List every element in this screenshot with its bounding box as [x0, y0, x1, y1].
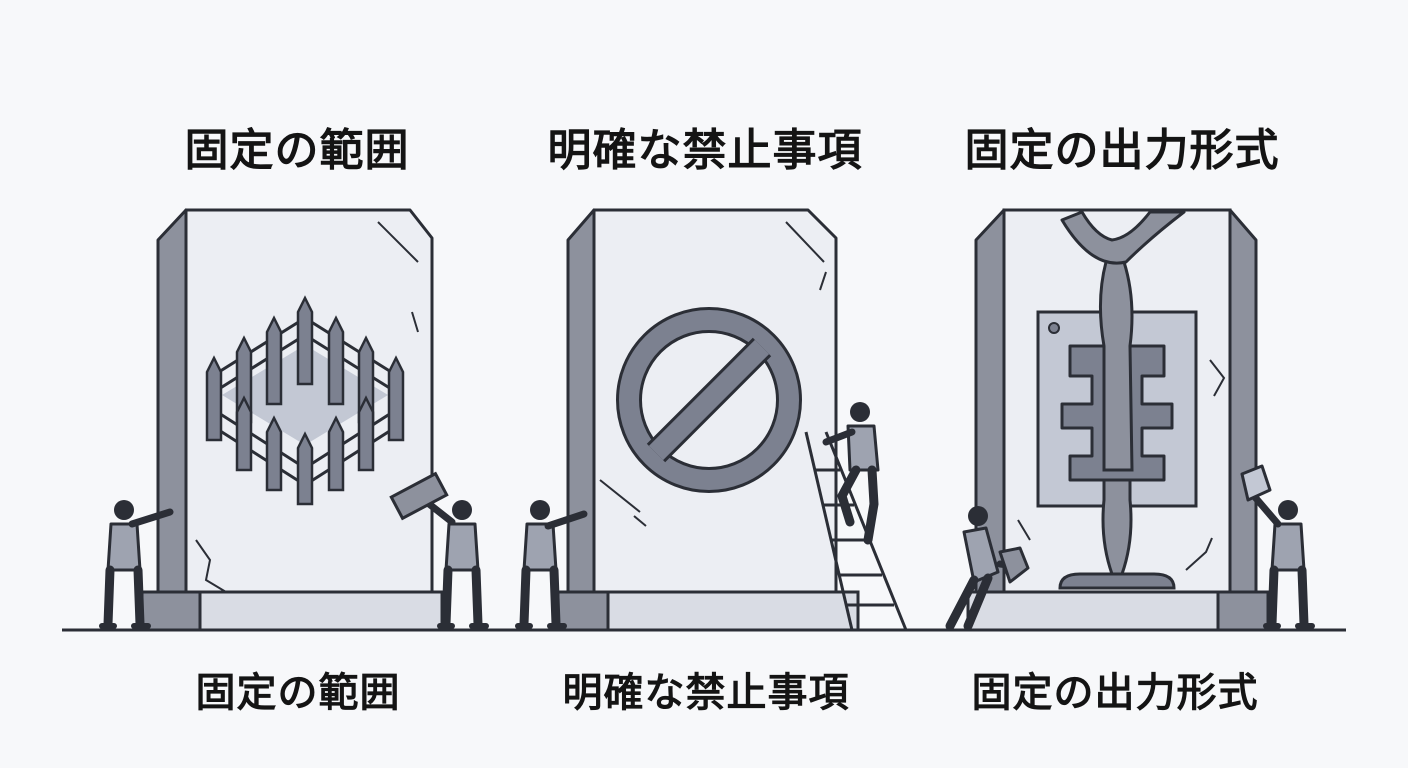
panel-2-slab — [556, 208, 860, 632]
panel-3-worker-left — [945, 506, 1030, 631]
panel-1-top-label: 固定の範囲 — [184, 125, 410, 176]
panel-3-worker-right — [1240, 464, 1312, 626]
panel-2-bottom-label: 明確な禁止事項 — [562, 670, 850, 716]
panel-1-worker-right — [389, 471, 486, 626]
panel-1-bottom-label: 固定の範囲 — [195, 670, 401, 716]
casting-mold-icon — [1036, 210, 1198, 590]
panel-3-top-label: 固定の出力形式 — [964, 125, 1280, 176]
prohibition-icon — [616, 307, 802, 493]
panel-2-top-label: 明確な禁止事項 — [547, 125, 863, 176]
fence-enclosure-icon — [205, 295, 405, 506]
panel-2-worker-left — [518, 500, 588, 626]
panel-2-worker-climbing — [822, 402, 880, 545]
panel-3-bottom-label: 固定の出力形式 — [971, 670, 1259, 716]
panel-1-worker-left — [102, 500, 174, 626]
